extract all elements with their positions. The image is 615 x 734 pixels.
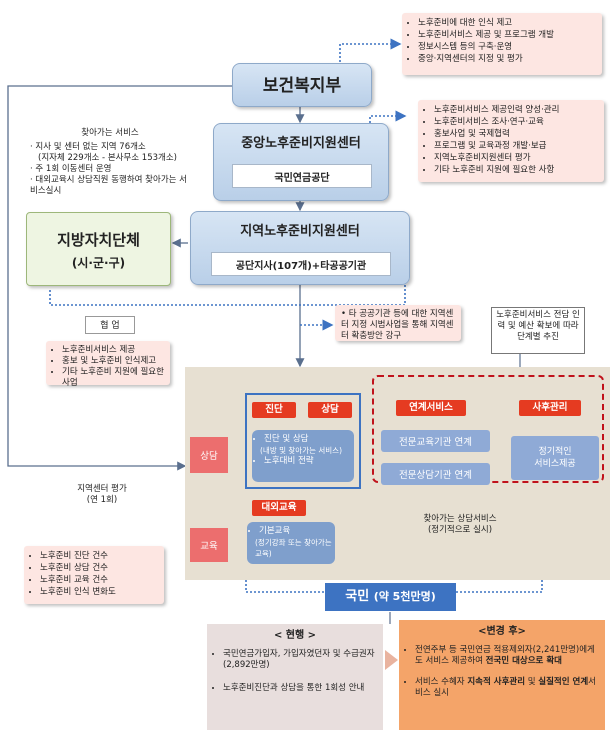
evaluation-label: 지역센터 평가 (연 1회) — [50, 484, 154, 506]
outreach-service: 찾아가는 서비스 · 지사 및 센터 없는 지역 76개소 (지자체 229개소… — [30, 128, 190, 197]
ministry-notes: 노후준비에 대한 인식 제고 노후준비서비스 제공 및 프로그램 개발 정보시스… — [402, 13, 602, 75]
evaluation-item: 노후준비 상담 건수 — [40, 562, 158, 574]
outreach-title: 찾아가는 서비스 — [81, 128, 139, 138]
central-note: 기타 노후준비 지원에 필요한 사항 — [434, 164, 598, 176]
education-side-label: 교육 — [190, 528, 228, 562]
central-title: 중앙노후준비지원센터 — [241, 136, 361, 151]
cooperation-item: 노후준비서비스 제공 — [62, 345, 164, 356]
central-note: 노후준비서비스 조사·연구·교육 — [434, 116, 598, 128]
education-item: (정기강좌 또는 찾아가는 교육) — [255, 538, 332, 558]
after-care-tag: 사후관리 — [519, 400, 581, 416]
outreach-item: · 지사 및 센터 없는 지역 76개소 — [30, 142, 146, 152]
cooperation-item: 홍보 및 노후준비 인식제고 — [62, 356, 164, 367]
evaluation-title: 지역센터 평가 — [77, 484, 127, 494]
ministry-note: 정보시스템 등의 구축·운영 — [418, 41, 596, 53]
cooperation-notes: 노후준비서비스 제공 홍보 및 노후준비 인식제고 기타 노후준비 지원에 필요… — [46, 341, 170, 388]
evaluation-item: 노후준비 인식 변화도 — [40, 586, 158, 598]
outreach-item: · 대외교육시 상담직원 동행하여 찾아가는 서비스실시 — [30, 175, 187, 196]
central-note: 홍보사업 및 국제협력 — [434, 128, 598, 140]
evaluation-period: (연 1회) — [86, 495, 118, 505]
counsel-tag: 상담 — [308, 402, 352, 418]
citizens-text: 국민 — [345, 589, 370, 604]
regional-note: • 타 공공기관 등에 대한 지역센터 지정 시범사업을 통해 지역센터 확충방… — [335, 305, 461, 341]
cooperation-label: 협 업 — [85, 316, 135, 334]
central-notes: 노후준비서비스 제공인력 양성·관리 노후준비서비스 조사·연구·교육 홍보사업… — [418, 100, 604, 182]
regional-title: 지역노후준비지원센터 — [240, 224, 360, 239]
outreach-item: (지자체 229개소 - 본사무소 153개소) — [38, 153, 177, 163]
current-panel: < 현행 > 국민연금가입자, 가입자였던자 및 수급권자 (2,892만명) … — [207, 624, 383, 730]
ministry-note: 노후준비에 대한 인식 제고 — [418, 17, 596, 29]
evaluation-item: 노후준비 진단 건수 — [40, 550, 158, 562]
regional-org: 공단지사(107개)+타공공기관 — [211, 252, 391, 276]
visit-counsel-label: 찾아가는 상담서비스 (정기적으로 실시) — [405, 514, 515, 536]
cooperation-item: 기타 노후준비 지원에 필요한 사업 — [62, 367, 164, 389]
link-education-box: 전문교육기관 연계 — [381, 430, 490, 452]
external-education-tag: 대외교육 — [252, 500, 306, 516]
diagnosis-content: 진단 및 상담 (내방 및 찾아가는 서비스) 노후대비 전략 — [252, 430, 354, 482]
diagnosis-item: 노후대비 전략 — [264, 456, 354, 467]
central-note: 지역노후준비지원센터 평가 — [434, 152, 598, 164]
evaluation-notes: 노후준비 진단 건수 노후준비 상담 건수 노후준비 교육 건수 노후준비 인식… — [24, 546, 164, 604]
ministry-note: 노후준비서비스 제공 및 프로그램 개발 — [418, 29, 596, 41]
after-item: 서비스 수혜자 지속적 사후관리 및 실질적인 연계서비스 실시 — [415, 677, 599, 699]
diagnosis-tag: 진단 — [252, 402, 296, 418]
after-panel: <변경 후> 전연주부 등 국민연금 적용제외자(2,241만명)에게도 서비스… — [399, 620, 605, 730]
diagnosis-group — [245, 393, 361, 489]
plan-note: 노후준비서비스 전담 인력 및 예산 확보에 따라 단계별 추진 — [491, 307, 585, 354]
after-title: <변경 후> — [478, 626, 526, 637]
local-government-box: 지방자치단체 (시·군·구) — [26, 212, 171, 286]
central-org: 국민연금공단 — [232, 164, 372, 188]
central-note: 프로그램 및 교육과정 개발·보급 — [434, 140, 598, 152]
regional-center-box: 지역노후준비지원센터 공단지사(107개)+타공공기관 — [190, 211, 410, 285]
ministry-box: 보건복지부 — [232, 63, 372, 107]
linked-service-tag: 연계서비스 — [396, 400, 466, 416]
diagnosis-item: (내방 및 찾아가는 서비스) — [260, 446, 343, 455]
local-gov-subtitle: (시·군·구) — [71, 256, 126, 270]
link-consult-box: 전문상담기관 연계 — [381, 463, 490, 485]
care-line: 정기적인 — [538, 447, 572, 457]
education-item: 기본교육 — [259, 526, 335, 537]
ministry-title: 보건복지부 — [262, 76, 342, 96]
central-center-box: 중앙노후준비지원센터 국민연금공단 — [213, 123, 389, 201]
local-gov-title: 지방자치단체 — [57, 231, 140, 249]
current-item: 국민연금가입자, 가입자였던자 및 수급권자 (2,892만명) — [223, 649, 377, 671]
evaluation-item: 노후준비 교육 건수 — [40, 574, 158, 586]
ministry-note: 중앙·지역센터의 지정 및 평가 — [418, 53, 596, 65]
diagnosis-item: 진단 및 상담 — [264, 434, 354, 445]
after-item: 전연주부 등 국민연금 적용제외자(2,241만명)에게도 서비스 제공하여 전… — [415, 645, 599, 667]
regular-service-box: 정기적인 서비스제공 — [511, 436, 599, 480]
central-note: 노후준비서비스 제공인력 양성·관리 — [434, 104, 598, 116]
regional-note-text: 타 공공기관 등에 대한 지역센터 지정 시범사업을 통해 지역센터 확충방안 … — [341, 309, 454, 341]
current-title: < 현행 > — [273, 630, 317, 641]
citizens-label: 국민 (약 5천만명) — [325, 583, 456, 611]
consult-side-label: 상담 — [190, 437, 228, 473]
visit-sub: (정기적으로 실시) — [427, 525, 493, 535]
citizens-count: (약 5천만명) — [373, 590, 436, 603]
visit-title: 찾아가는 상담서비스 — [423, 514, 497, 524]
education-content: 기본교육 (정기강좌 또는 찾아가는 교육) — [247, 522, 335, 564]
outreach-item: · 주 1회 이동센터 운영 — [30, 164, 112, 174]
current-item: 노후준비진단과 상담을 통한 1회성 안내 — [223, 683, 377, 694]
care-line: 서비스제공 — [534, 459, 576, 469]
